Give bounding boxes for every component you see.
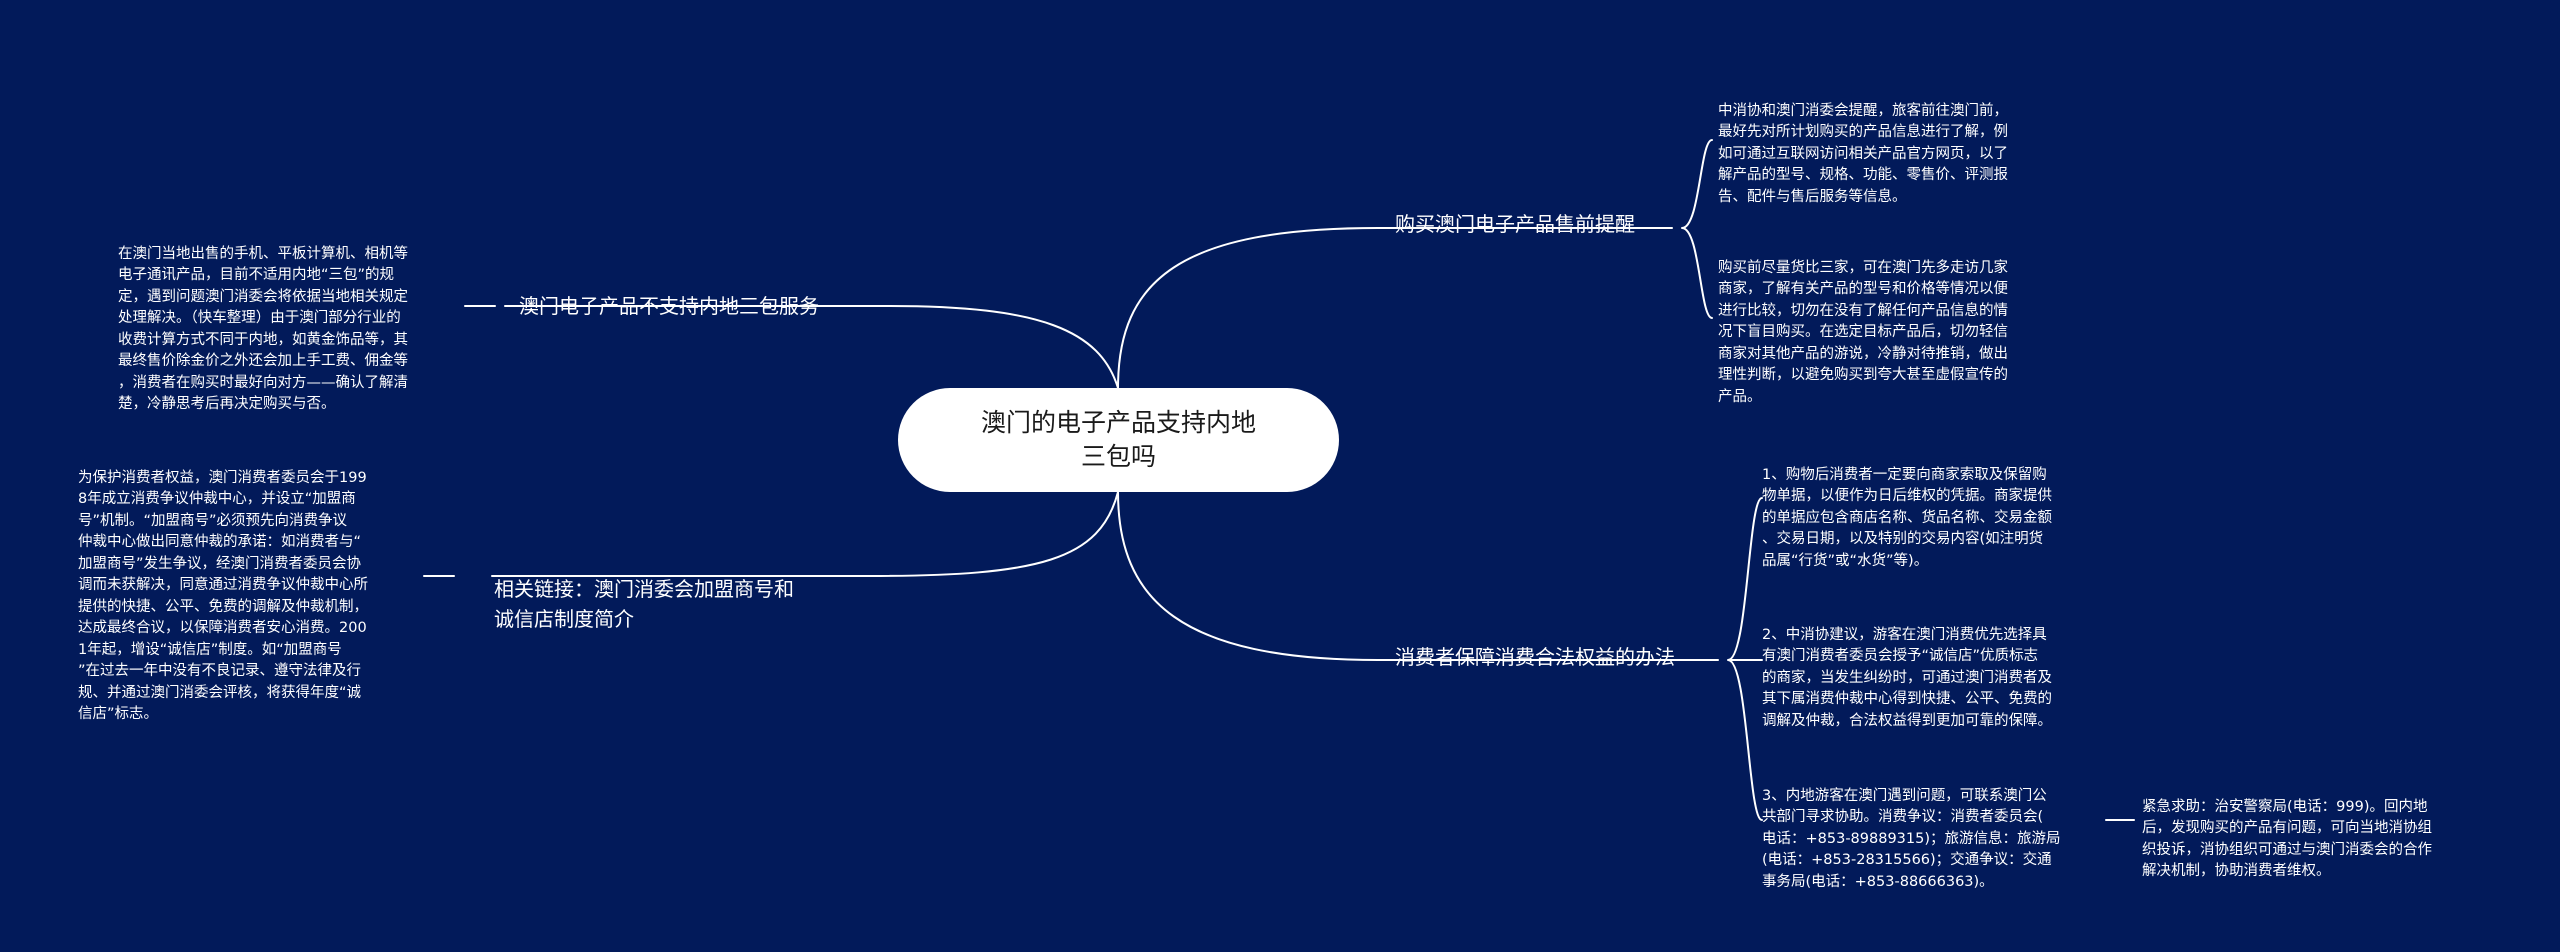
root-node[interactable]: 澳门的电子产品支持内地 三包吗 — [898, 388, 1339, 492]
branch-rights[interactable]: 消费者保障消费合法权益的办法 — [1395, 642, 1675, 672]
branch-related[interactable]: 相关链接：澳门消委会加盟商号和 诚信店制度简介 — [494, 544, 794, 634]
leaf-rights-2-text: 2、中消协建议，游客在澳门消费优先选择具 有澳门消费者委员会授予“诚信店”优质标… — [1762, 626, 2052, 729]
leaf-related: 为保护消费者权益，澳门消费者委员会于199 8年成立消费争议仲裁中心，并设立“加… — [78, 446, 423, 726]
branch-related-label: 相关链接：澳门消委会加盟商号和 诚信店制度简介 — [494, 577, 794, 631]
connector-root-presale — [1117, 227, 1379, 389]
branch-nosanbao[interactable]: 澳门电子产品不支持内地三包服务 — [519, 291, 819, 321]
leaf-rights-subleaf: 紧急求助：治安警察局(电话：999)。回内地 后，发现购买的产品有问题，可向当地… — [2142, 775, 2502, 883]
branch-presale-label: 购买澳门电子产品售前提醒 — [1395, 212, 1635, 236]
brace-rights — [1727, 497, 1763, 821]
branch-nosanbao-label: 澳门电子产品不支持内地三包服务 — [519, 294, 819, 318]
leaf-nosanbao: 在澳门当地出售的手机、平板计算机、相机等 电子通讯产品，目前不适用内地“三包”的… — [118, 222, 463, 416]
leaf-presale-2-text: 购买前尽量货比三家，可在澳门先多走访几家 商家，了解有关产品的型号和价格等情况以… — [1718, 259, 2008, 405]
brace-presale — [1681, 139, 1713, 319]
leaf-presale-1-text: 中消协和澳门消委会提醒，旅客前往澳门前， 最好先对所计划购买的产品信息进行了解，… — [1718, 102, 2008, 205]
branch-rights-label: 消费者保障消费合法权益的办法 — [1395, 645, 1675, 669]
leaf-rights-1: 1、购物后消费者一定要向商家索取及保留购 物单据，以便作为日后维权的凭据。商家提… — [1762, 443, 2102, 572]
connector-root-related — [869, 491, 1119, 577]
leaf-presale-1: 中消协和澳门消委会提醒，旅客前往澳门前， 最好先对所计划购买的产品信息进行了解，… — [1718, 79, 2058, 208]
leaf-rights-subleaf-text: 紧急求助：治安警察局(电话：999)。回内地 后，发现购买的产品有问题，可向当地… — [2142, 798, 2432, 880]
leaf-related-text: 为保护消费者权益，澳门消费者委员会于199 8年成立消费争议仲裁中心，并设立“加… — [78, 469, 368, 723]
leaf-rights-2: 2、中消协建议，游客在澳门消费优先选择具 有澳门消费者委员会授予“诚信店”优质标… — [1762, 603, 2102, 732]
connector-root-nosanbao — [889, 305, 1119, 389]
leaf-presale-2: 购买前尽量货比三家，可在澳门先多走访几家 商家，了解有关产品的型号和价格等情况以… — [1718, 236, 2058, 408]
leaf-rights-3: 3、内地游客在澳门遇到问题，可联系澳门公 共部门寻求协助。消费争议：消费者委员会… — [1762, 764, 2102, 893]
leaf-rights-3-text: 3、内地游客在澳门遇到问题，可联系澳门公 共部门寻求协助。消费争议：消费者委员会… — [1762, 787, 2061, 890]
connector-root-rights — [1117, 491, 1379, 661]
branch-presale[interactable]: 购买澳门电子产品售前提醒 — [1395, 209, 1635, 239]
root-label: 澳门的电子产品支持内地 三包吗 — [980, 408, 1256, 471]
leaf-nosanbao-text: 在澳门当地出售的手机、平板计算机、相机等 电子通讯产品，目前不适用内地“三包”的… — [118, 245, 408, 413]
leaf-rights-1-text: 1、购物后消费者一定要向商家索取及保留购 物单据，以便作为日后维权的凭据。商家提… — [1762, 466, 2052, 569]
